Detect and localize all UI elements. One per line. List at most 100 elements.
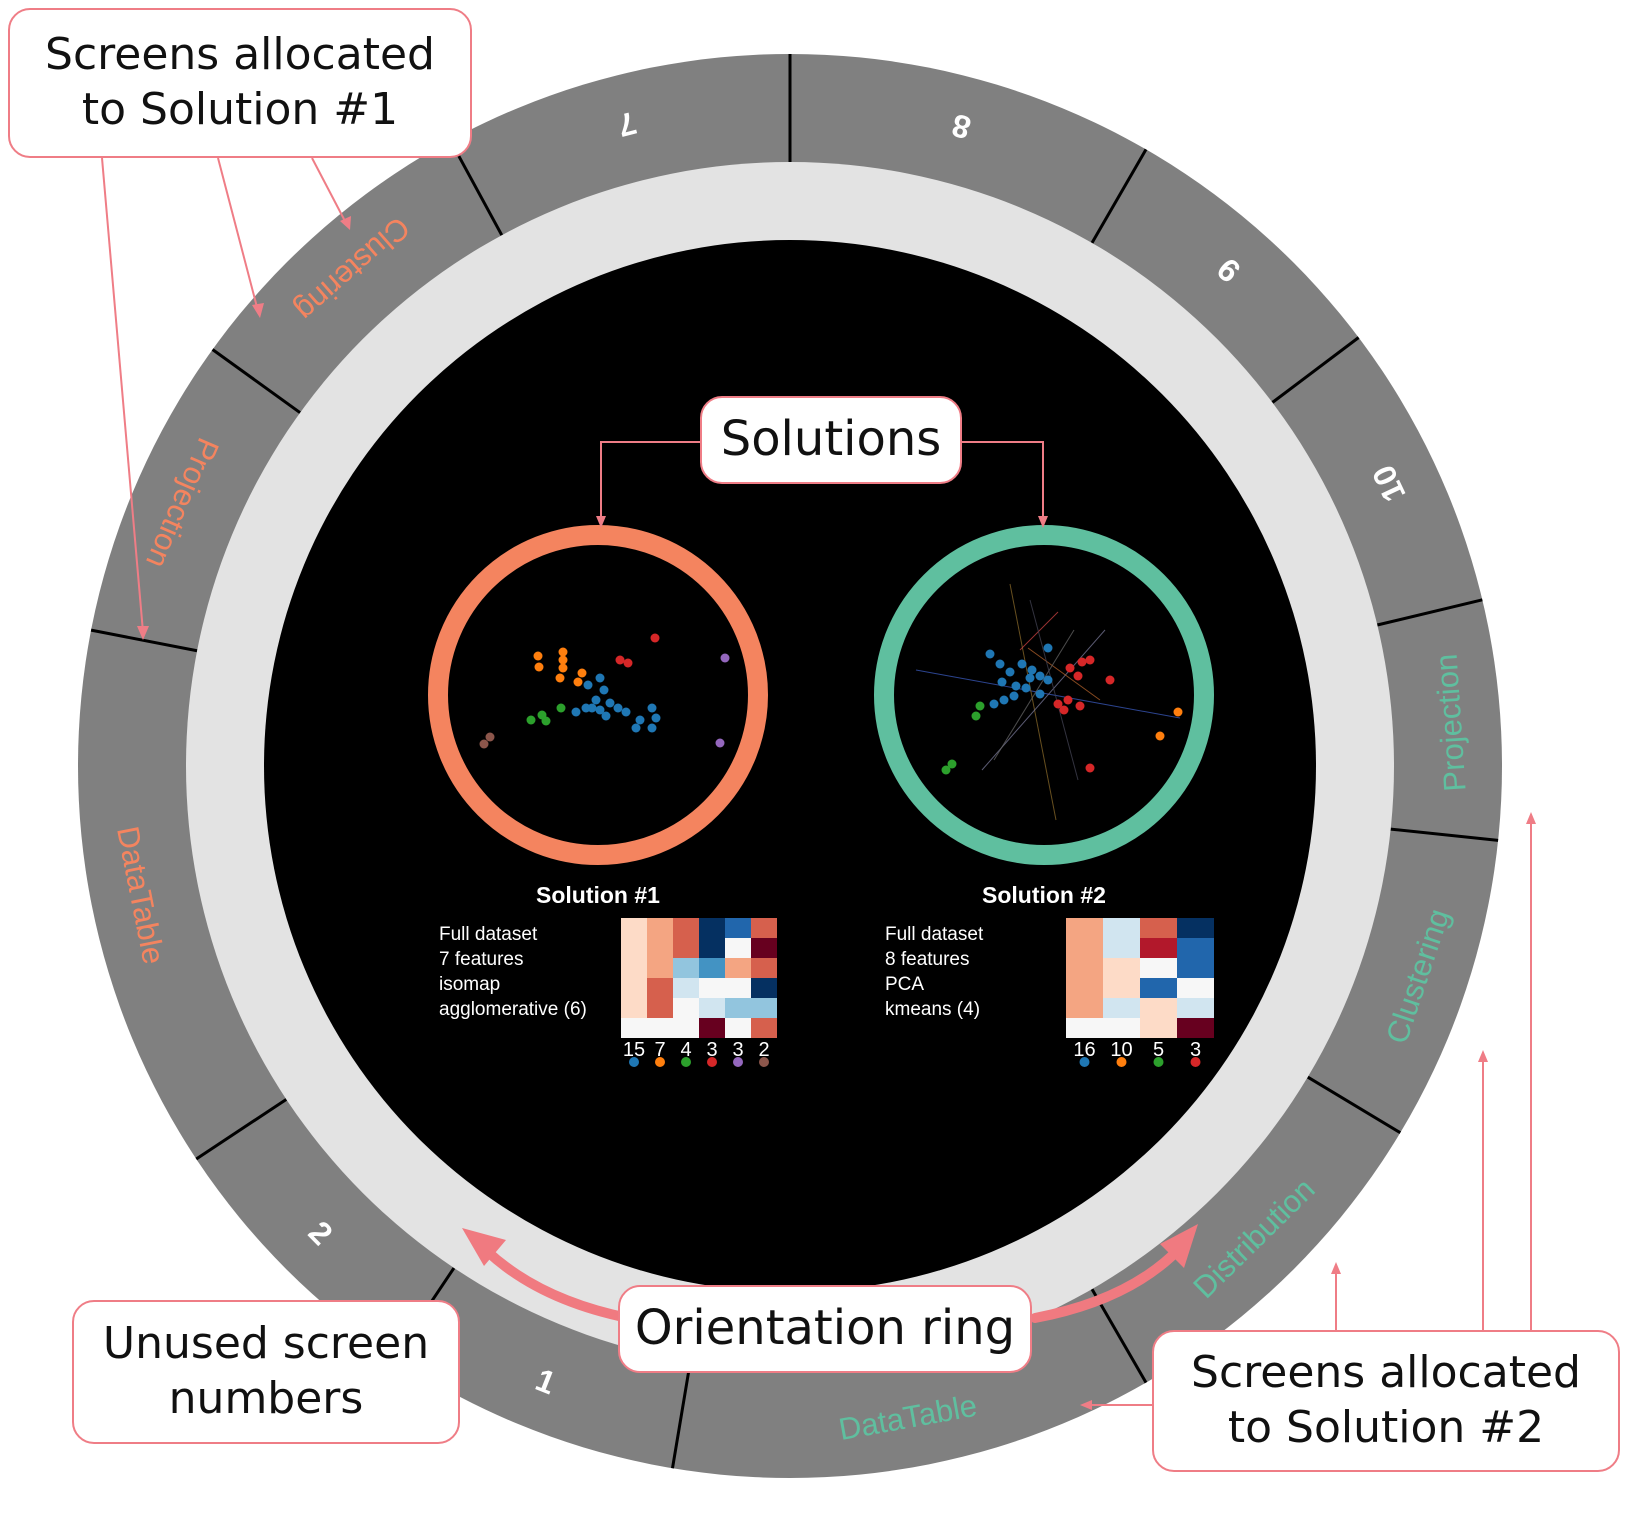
scatter-point (526, 715, 536, 725)
scatter-point (1077, 657, 1087, 667)
scatter-point (999, 695, 1009, 705)
heatmap-cell (1066, 1018, 1103, 1038)
cluster-count: 3 (706, 1039, 717, 1061)
scatter-point (947, 759, 957, 769)
callout-connectors (101, 157, 1532, 1406)
callout-line: Unused screen (102, 1318, 430, 1370)
scatter-point (615, 655, 625, 665)
scatter-point (555, 673, 565, 683)
heatmap-cell (1103, 998, 1140, 1018)
screen-divider (1271, 336, 1360, 404)
heatmap-cell (1140, 978, 1177, 998)
scatter-point (1105, 675, 1115, 685)
heatmap-cell (1177, 998, 1214, 1018)
scatter-point (985, 649, 995, 659)
scatter-point (533, 651, 543, 661)
cluster-color-dot (1153, 1057, 1164, 1067)
callout-orientation-ring: Orientation ring (618, 1285, 1032, 1373)
scatter-point (635, 715, 645, 725)
heatmap-cell (725, 978, 751, 998)
heatmap-cell (1140, 958, 1177, 978)
description-line: 7 features (439, 949, 524, 970)
heatmap-cell (673, 978, 699, 998)
solution1-ring[interactable] (428, 525, 768, 865)
heatmap-cell (751, 918, 777, 938)
heatmap-cell (621, 998, 647, 1018)
scatter-point (556, 703, 566, 713)
scatter-point (583, 680, 593, 690)
heatmap-cell (725, 938, 751, 958)
cluster-color-dot (629, 1057, 639, 1067)
callout-arrowheads (137, 216, 1536, 1410)
heatmap-cell (1103, 938, 1140, 958)
heatmap-cell (751, 958, 777, 978)
description-line: Full dataset (885, 924, 984, 945)
heatmap-cell (699, 958, 725, 978)
orientation-arrow-right (1030, 1243, 1185, 1323)
scatter-point (1059, 705, 1069, 715)
heatmap-cell (1140, 918, 1177, 938)
scatter-point (1011, 681, 1021, 691)
biplot-axis (915, 669, 1181, 719)
scatter-point (1021, 683, 1031, 693)
scatter-point (577, 668, 587, 678)
cluster-count: 3 (1190, 1039, 1201, 1061)
biplot-axis (1027, 647, 1101, 701)
description-line: PCA (885, 974, 925, 995)
heatmap-cell (1177, 1018, 1214, 1038)
heatmap-cell (621, 978, 647, 998)
scatter-point (599, 685, 609, 695)
heatmap-cell (699, 998, 725, 1018)
cluster-count: 7 (654, 1039, 665, 1061)
heatmap-cell (621, 938, 647, 958)
solution2-ring[interactable] (874, 525, 1214, 865)
scatter-point (613, 703, 623, 713)
solution1-scatter (479, 633, 730, 749)
scatter-point (601, 711, 611, 721)
scatter-point (995, 659, 1005, 669)
solution1-title: Solution #1 (536, 882, 660, 908)
cluster-color-dot (681, 1057, 691, 1067)
heatmap-cell (1177, 978, 1214, 998)
scatter-point (647, 703, 657, 713)
scatter-point (541, 716, 551, 726)
orientation-arrows (483, 1243, 1185, 1323)
heatmap-cell (673, 958, 699, 978)
biplot-axis (993, 629, 1075, 761)
scatter-point (1173, 707, 1183, 717)
callout-solutions: Solutions (700, 396, 962, 484)
description-line: isomap (439, 974, 501, 995)
orientation-arrowhead-right (1160, 1224, 1198, 1268)
scatter-point (971, 711, 981, 721)
scatter-point (1035, 671, 1045, 681)
scatter-point (1009, 691, 1019, 701)
heatmap-cell (647, 1018, 673, 1038)
cluster-count: 4 (680, 1039, 691, 1061)
callout-line: Screens allocated (45, 29, 435, 81)
scatter-point (1073, 671, 1083, 681)
scatter-point (650, 633, 660, 643)
biplot-axis (1019, 611, 1059, 651)
screen-divider (1090, 148, 1148, 244)
scatter-point (1035, 689, 1045, 699)
heatmap-cell (673, 938, 699, 958)
scatter-point (558, 655, 568, 665)
heatmap-cell (725, 918, 751, 938)
heatmap-cell (725, 998, 751, 1018)
cluster-color-dot (1190, 1057, 1201, 1067)
callout-line: Solutions (720, 411, 942, 468)
solution2-title: Solution #2 (982, 882, 1106, 908)
scatter-point (1053, 699, 1063, 709)
heatmap-cell (1140, 1018, 1177, 1038)
heatmap-cell (1177, 958, 1214, 978)
description-line: agglomerative (6) (439, 999, 587, 1020)
cluster-count: 2 (758, 1039, 769, 1061)
scatter-point (485, 732, 495, 742)
description-line: 8 features (885, 949, 970, 970)
screen-divider (1390, 827, 1499, 842)
